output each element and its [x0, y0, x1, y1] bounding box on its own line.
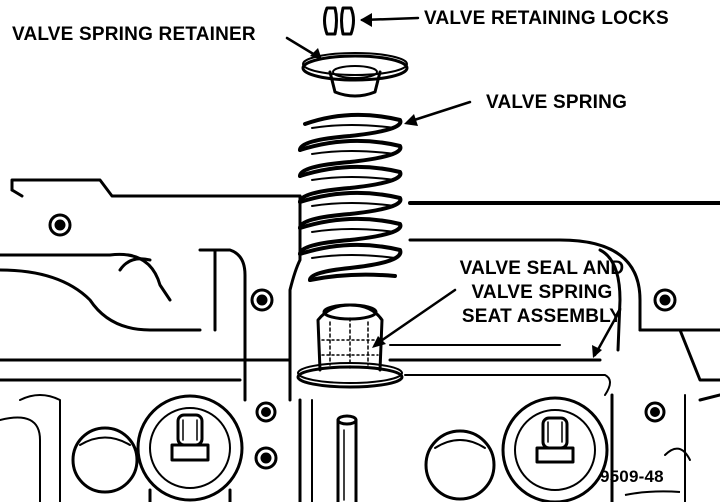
figure-number: 9509-48	[600, 467, 664, 486]
cylinder-head	[0, 178, 720, 502]
valve-retaining-locks	[323, 6, 355, 36]
label-valve-seal-line3: SEAT ASSEMBLY	[461, 306, 623, 327]
label-valve-spring: VALVE SPRING	[486, 92, 628, 113]
arrowheads	[310, 13, 602, 358]
right-valve-boss	[424, 396, 609, 502]
figure-number-mark	[624, 490, 681, 496]
valve-stem	[336, 414, 358, 502]
valve-spring	[298, 112, 403, 282]
label-valve-retaining-locks: VALVE RETAINING LOCKS	[424, 8, 669, 29]
left-valve-boss	[71, 394, 244, 502]
label-valve-seal-line1: VALVE SEAL AND	[459, 258, 625, 279]
label-valve-seal-line2: VALVE SPRING	[471, 282, 613, 303]
label-valve-spring-retainer: VALVE SPRING RETAINER	[12, 24, 256, 45]
valve-spring-retainer	[301, 52, 409, 98]
valve-seal-assembly	[296, 303, 404, 389]
